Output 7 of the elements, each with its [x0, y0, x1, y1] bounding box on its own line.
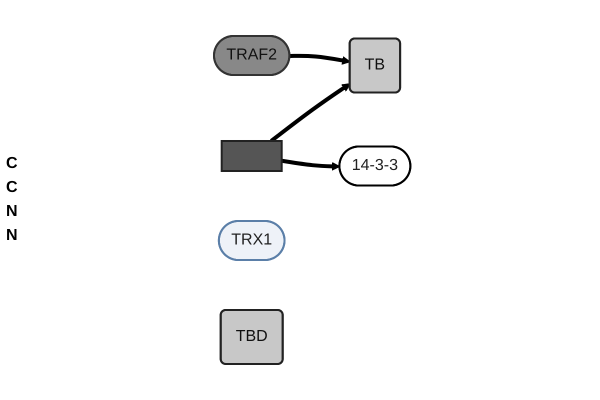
terminus-label: N	[6, 227, 18, 245]
arrow	[289, 54, 350, 65]
terminus-label: C	[6, 179, 18, 197]
terminus-label: C	[6, 155, 18, 173]
terminus-label: N	[6, 203, 18, 221]
node-box	[220, 140, 282, 172]
arrow	[280, 158, 340, 171]
